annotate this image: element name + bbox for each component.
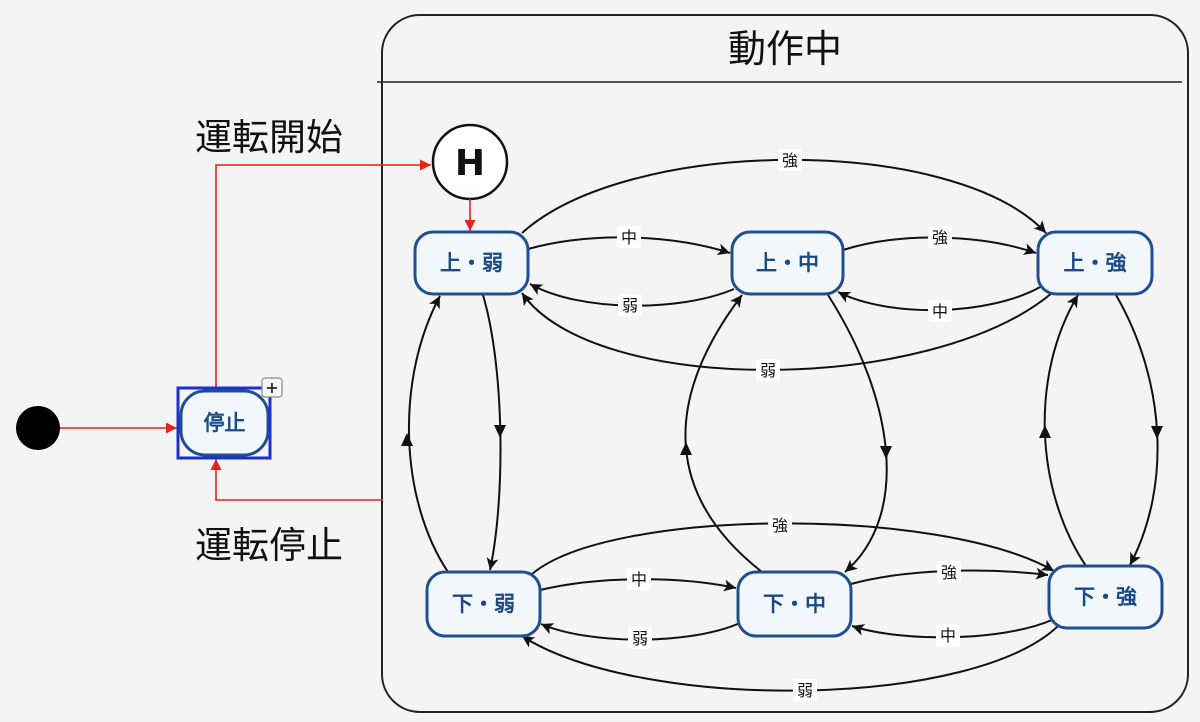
transition-down-mid-to-down-strong[interactable]: 強 xyxy=(850,561,1049,585)
transition-label-bg xyxy=(617,226,641,248)
state-box[interactable] xyxy=(425,570,542,638)
expand-button[interactable]: + xyxy=(261,377,283,398)
transition-label: 強 xyxy=(782,151,798,170)
transition-down-weak-to-up-weak[interactable] xyxy=(401,295,449,573)
state-box[interactable] xyxy=(1047,564,1164,630)
state-up-mid[interactable]: 上・中 xyxy=(730,230,845,296)
state-stop[interactable]: 停止 xyxy=(176,386,272,460)
state-label: 上・強 xyxy=(1064,251,1127,275)
direction-arrow-down xyxy=(1151,426,1163,439)
direction-arrow-up xyxy=(680,442,692,455)
state-down-strong[interactable]: 下・強 xyxy=(1047,564,1164,630)
transition-up-strong-to-down-strong[interactable] xyxy=(1115,294,1163,566)
state-down-mid[interactable]: 下・中 xyxy=(736,570,853,638)
transition-label: 弱 xyxy=(760,361,776,380)
transition-up-mid-to-down-mid[interactable] xyxy=(827,294,892,573)
transition-label: 弱 xyxy=(622,296,638,315)
state-label: 上・中 xyxy=(756,251,819,275)
transition-label: 強 xyxy=(941,563,957,582)
transition-label-bg xyxy=(756,359,780,381)
transition-label-bg xyxy=(628,627,652,649)
state-box[interactable] xyxy=(730,230,845,296)
state-label: 下・中 xyxy=(763,592,826,616)
state-box[interactable] xyxy=(1036,230,1154,296)
transition-down-weak-to-down-strong[interactable]: 強 xyxy=(531,514,1055,575)
transition-label-bg xyxy=(937,561,961,583)
transition-label-bg xyxy=(793,679,817,701)
stop-transition-line[interactable] xyxy=(210,459,383,501)
transition-stop-operation[interactable]: 運転停止 xyxy=(195,459,383,567)
transition-up-mid-to-up-strong[interactable]: 強 xyxy=(842,226,1037,255)
transition-down-strong-to-down-mid[interactable]: 中 xyxy=(851,619,1053,646)
transition-up-weak-to-down-weak[interactable] xyxy=(482,294,506,571)
start-transition-label: 運転開始 xyxy=(195,116,343,159)
transition-label: 強 xyxy=(772,516,788,535)
direction-arrow-up xyxy=(401,433,413,446)
state-box[interactable] xyxy=(413,230,530,296)
transition-label: 中 xyxy=(940,626,956,645)
transition-down-mid-to-up-mid[interactable] xyxy=(680,294,763,573)
direction-arrow-down xyxy=(880,446,892,459)
transition-up-weak-to-up-strong[interactable]: 強 xyxy=(521,149,1047,234)
transition-down-strong-to-up-strong[interactable] xyxy=(1039,294,1087,567)
transition-up-strong-to-up-weak[interactable]: 弱 xyxy=(521,292,1053,381)
transition-label-bg xyxy=(928,300,952,322)
transition-label: 弱 xyxy=(797,681,813,700)
state-label: 下・弱 xyxy=(452,592,515,616)
history-pseudostate[interactable]: H xyxy=(431,123,509,201)
transition-down-mid-to-down-weak[interactable]: 弱 xyxy=(540,622,741,649)
transition-label-bg xyxy=(627,568,651,590)
transition-label-bg xyxy=(928,226,952,248)
composite-state-operating[interactable]: 動作中 xyxy=(377,14,1189,713)
state-label: 下・強 xyxy=(1074,585,1137,609)
transition-label: 中 xyxy=(631,570,647,589)
transition-start-operation[interactable]: 運転開始 xyxy=(195,116,431,388)
direction-arrow-up xyxy=(1039,425,1051,438)
state-up-strong[interactable]: 上・強 xyxy=(1036,230,1154,296)
transition-label: 中 xyxy=(621,228,637,247)
direction-arrow-down xyxy=(494,425,506,438)
transition-up-mid-to-up-weak[interactable]: 弱 xyxy=(529,283,735,316)
state-label: 上・弱 xyxy=(440,251,503,275)
state-stop-box[interactable] xyxy=(179,389,270,457)
transition-label-bg xyxy=(768,514,792,536)
transition-down-weak-to-down-mid[interactable]: 中 xyxy=(539,568,737,592)
transition-down-strong-to-down-weak[interactable]: 弱 xyxy=(521,621,1063,701)
transition-up-weak-to-up-mid[interactable]: 中 xyxy=(527,226,731,256)
transition-label: 強 xyxy=(932,228,948,247)
stop-transition-label: 運転停止 xyxy=(195,524,343,567)
state-box[interactable] xyxy=(736,570,853,638)
state-up-weak[interactable]: 上・弱 xyxy=(413,230,530,296)
transition-label: 中 xyxy=(932,302,948,321)
initial-pseudostate-icon[interactable] xyxy=(16,406,60,450)
expand-button-glyph: + xyxy=(265,378,278,397)
history-label: H xyxy=(455,143,485,184)
composite-state-title: 動作中 xyxy=(728,27,842,71)
selection-outline xyxy=(176,386,272,460)
state-stop-label: 停止 xyxy=(204,411,246,435)
transition-label-bg xyxy=(618,294,642,316)
transition-label-bg xyxy=(778,149,802,171)
transition-up-strong-to-up-mid[interactable]: 中 xyxy=(837,285,1043,322)
state-down-weak[interactable]: 下・弱 xyxy=(425,570,542,638)
transition-label-bg xyxy=(936,624,960,646)
start-transition-line[interactable] xyxy=(215,159,431,388)
composite-state-frame[interactable] xyxy=(381,14,1189,713)
transition-label: 弱 xyxy=(632,629,648,648)
plus-icon[interactable] xyxy=(261,377,283,398)
